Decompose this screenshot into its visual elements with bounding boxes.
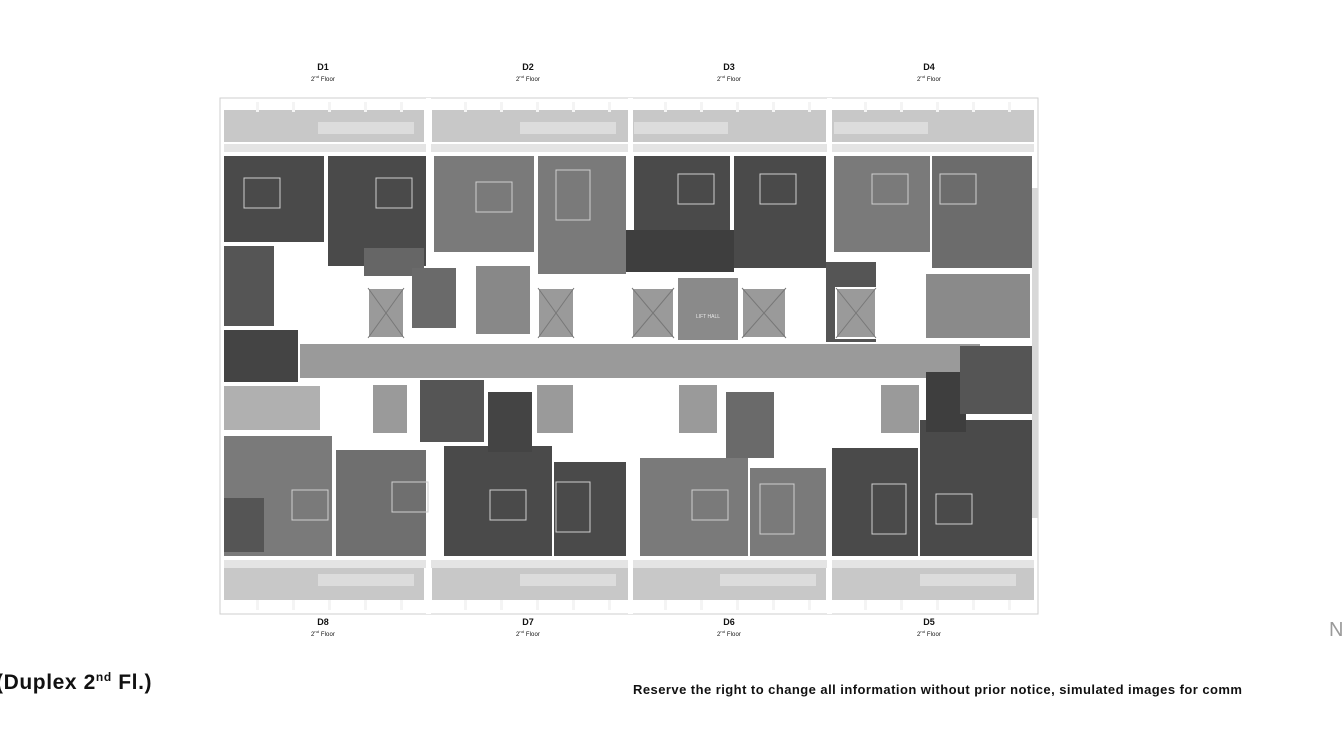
d8-room-right: [336, 450, 426, 556]
lift-hall-label: LIFT HALL: [696, 314, 720, 320]
d7-bath: [420, 380, 484, 442]
d6-room-left: [640, 458, 748, 556]
unit-label-d6: D6 2nd Floor: [689, 617, 769, 639]
floor-plan: LIFT HALL: [219, 97, 1039, 615]
d6-stair: [726, 392, 774, 458]
unit-label-d8: D8 2nd Floor: [283, 617, 363, 639]
east-balcony: [1032, 188, 1038, 518]
d2-room-left: [434, 156, 534, 252]
corridor-west: [224, 386, 320, 430]
unit-code: D8: [317, 617, 329, 627]
unit-code: D3: [723, 62, 735, 72]
unit-label-d7: D7 2nd Floor: [488, 617, 568, 639]
unit-floor: 2nd Floor: [310, 74, 336, 83]
mullions: [256, 102, 1011, 610]
d5-room-left: [832, 448, 918, 556]
planter-top-d2: [520, 122, 616, 134]
planter-bottom-d5: [920, 574, 1016, 586]
unit-floor: 2nd Floor: [515, 629, 541, 638]
d2-stair: [476, 266, 530, 334]
unit-floor: 2nd Floor: [916, 629, 942, 638]
unit-floor: 2nd Floor: [515, 74, 541, 83]
d3-hall: [626, 230, 734, 272]
d1-bath: [224, 246, 274, 326]
d2-room-right: [538, 156, 626, 274]
unit-floor: 2nd Floor: [716, 74, 742, 83]
lift-bottom-4: [879, 383, 921, 435]
unit-code: D6: [723, 617, 735, 627]
planter-top-d1: [318, 122, 414, 134]
planter-top-d4: [834, 122, 928, 134]
plan-title: (Duplex 2nd Fl.): [0, 670, 153, 694]
lift-bottom-1: [371, 383, 409, 435]
d1-room-right: [328, 156, 426, 266]
d7-stair: [488, 392, 532, 452]
unit-floor: 2nd Floor: [916, 74, 942, 83]
d4-room-right: [932, 156, 1032, 268]
d5-bath: [960, 346, 1032, 414]
planter-bottom-d7: [520, 574, 616, 586]
planter-top-d3: [634, 122, 728, 134]
d1-stair: [224, 330, 298, 382]
unit-code: D1: [317, 62, 329, 72]
d1-room-left: [224, 156, 324, 242]
unit-code: D2: [522, 62, 534, 72]
d2-bath: [412, 268, 456, 328]
disclaimer-text: Reserve the right to change all informat…: [633, 682, 1243, 697]
unit-label-d1: D1 2nd Floor: [283, 62, 363, 84]
d4-stair: [926, 274, 1030, 338]
d6-room-right: [750, 468, 826, 556]
d3-room-right: [734, 156, 826, 268]
edge-letter: N: [1329, 619, 1343, 641]
unit-code: D4: [923, 62, 935, 72]
d3-room-left: [634, 156, 730, 242]
d8-bath: [224, 498, 264, 552]
lift-bottom-3: [677, 383, 719, 435]
planter-bottom-d6: [720, 574, 816, 586]
lift-cores: LIFT HALL: [367, 278, 921, 435]
unit-label-d2: D2 2nd Floor: [488, 62, 568, 84]
unit-code: D7: [522, 617, 534, 627]
unit-floor: 2nd Floor: [716, 629, 742, 638]
unit-floor: 2nd Floor: [310, 629, 336, 638]
unit-label-d4: D4 2nd Floor: [889, 62, 969, 84]
lift-hall: [678, 278, 738, 340]
unit-label-d3: D3 2nd Floor: [689, 62, 769, 84]
d7-room-left: [444, 446, 552, 556]
lift-bottom-2: [535, 383, 575, 435]
unit-code: D5: [923, 617, 935, 627]
unit-label-d5: D5 2nd Floor: [889, 617, 969, 639]
central-corridor: [300, 344, 980, 378]
planter-bottom-d8: [318, 574, 414, 586]
furniture: [243, 169, 977, 535]
d5-room-right: [920, 420, 1032, 556]
d5-stair: [926, 372, 966, 432]
bottom-units: [224, 346, 1032, 556]
